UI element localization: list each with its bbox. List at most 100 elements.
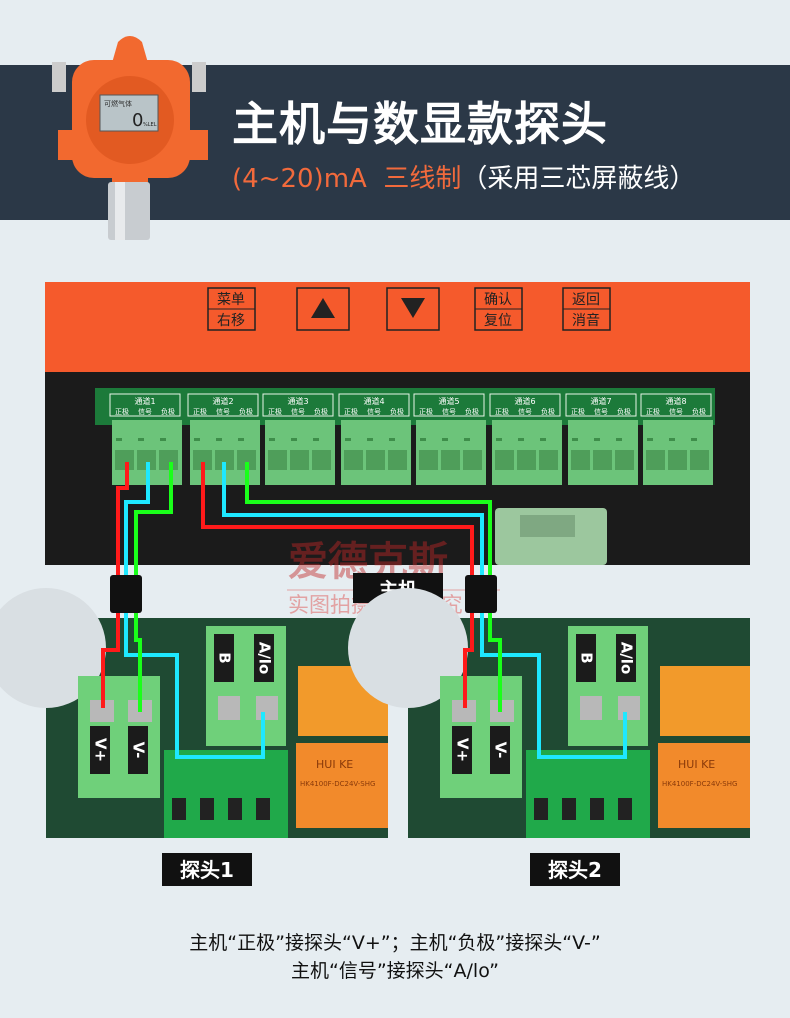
terminal-socket (463, 450, 482, 470)
terminal-slot-marker (269, 438, 275, 441)
display-module (164, 750, 288, 838)
button-bottom-label: 复位 (484, 312, 512, 329)
terminal-slot-marker (216, 438, 222, 441)
channel-label: 通道5 (438, 396, 459, 406)
terminal-socket (193, 450, 212, 470)
terminal-label-plate (128, 726, 148, 774)
terminal-label: V- (492, 742, 510, 759)
terminal-socket (115, 450, 134, 470)
terminal-socket (137, 450, 156, 470)
display-module (526, 750, 650, 838)
button-bottom-label: 消音 (572, 312, 600, 329)
terminal-socket (441, 450, 460, 470)
terminal-socket (495, 450, 514, 470)
terminal-slot-marker (496, 438, 502, 441)
terminal-label-plate (90, 726, 110, 774)
terminal-socket (344, 450, 363, 470)
smd-chip (256, 798, 270, 820)
orange-terminal (660, 666, 750, 736)
terminal-slot-marker (464, 438, 470, 441)
smd-chip (228, 798, 242, 820)
terminal-label: 负极 (161, 407, 175, 416)
terminal-socket (237, 450, 256, 470)
screw-b (580, 696, 602, 720)
screw-alo (618, 696, 640, 720)
channel-label: 通道8 (665, 396, 686, 406)
subtitle-note: （采用三芯屏蔽线） (461, 164, 696, 194)
terminal-label-plate (616, 634, 636, 682)
terminal-label: 负极 (617, 407, 631, 416)
terminal-label-plate (214, 634, 234, 682)
smd-chip (618, 798, 632, 820)
terminal-socket (290, 450, 309, 470)
smd-chip (562, 798, 576, 820)
ferrite-core-2 (465, 575, 497, 613)
terminal-label: 负极 (239, 407, 253, 416)
terminal-slot-marker (669, 438, 675, 441)
terminal-label-plate (452, 726, 472, 774)
ferrite-core-1 (110, 575, 142, 613)
terminal-label: 负极 (390, 407, 404, 416)
terminal-label: 信号 (594, 407, 608, 416)
relay-brand: HUI KE (316, 758, 353, 771)
smd-chip (200, 798, 214, 820)
wires (101, 462, 627, 759)
terminal-label: B (216, 652, 234, 663)
terminal-label: V+ (454, 738, 472, 762)
terminal-slot-marker (616, 438, 622, 441)
terminal-socket (419, 450, 438, 470)
device-display-unit: %LEL (143, 122, 157, 128)
terminal-slot-marker (518, 438, 524, 441)
screw-b (218, 696, 240, 720)
terminal-label: 正极 (193, 407, 207, 416)
device-display-label: 可燃气体 (104, 99, 132, 108)
button-up-arrow[interactable] (296, 287, 350, 331)
terminal-slot-marker (594, 438, 600, 441)
up-arrow-icon (311, 298, 335, 318)
instruction-line-1: 主机“正极”接探头“V+”；主机“负极”接探头“V-” (189, 932, 601, 954)
probe-1-label-box (162, 853, 252, 886)
terminal-label: 正极 (344, 407, 358, 416)
device-display-value: 0 (132, 110, 143, 131)
relay-model: HK4100F-DC24V-SHG (300, 780, 375, 788)
terminal-slot-marker (138, 438, 144, 441)
gas-detector-device: 可燃气体 0 %LEL (52, 36, 208, 240)
channel-label-box (262, 393, 334, 417)
channel-label-box (109, 393, 181, 417)
terminal-socket (388, 450, 407, 470)
button-top-label: 菜单 (217, 292, 245, 308)
terminal-socket (215, 450, 234, 470)
channel-label-box (338, 393, 410, 417)
terminal-label: 信号 (291, 407, 305, 416)
terminal-slot-marker (160, 438, 166, 441)
relay (296, 743, 388, 828)
terminal-label: 负极 (465, 407, 479, 416)
instruction-line-2: 主机“信号”接探头“A/lo” (291, 960, 499, 982)
button-down-arrow[interactable] (386, 287, 440, 331)
down-arrow-icon (401, 298, 425, 318)
terminal-label: 正极 (495, 407, 509, 416)
channel-label-box (187, 393, 259, 417)
terminal-slot-marker (572, 438, 578, 441)
wire-ch1-positive (101, 462, 129, 708)
terminal-slot-marker (291, 438, 297, 441)
channel-label-box (565, 393, 637, 417)
terminal-label: A/lo (256, 642, 274, 675)
terminal-socket (646, 450, 665, 470)
terminal-label: 信号 (669, 407, 683, 416)
terminal-label: B (578, 652, 596, 663)
relay-brand: HUI KE (678, 758, 715, 771)
channel-label: 通道6 (514, 396, 535, 406)
channel-label: 通道1 (134, 396, 155, 406)
probe-1-label: 探头1 (180, 858, 234, 882)
terminal-slot-marker (238, 438, 244, 441)
terminal-slot-marker (345, 438, 351, 441)
terminal-label: 正极 (419, 407, 433, 416)
terminal-slot-marker (442, 438, 448, 441)
channel-label: 通道3 (287, 396, 308, 406)
terminal-socket (312, 450, 331, 470)
screw-v-plus (452, 700, 476, 722)
terminal-slot-marker (194, 438, 200, 441)
terminal-socket (690, 450, 709, 470)
